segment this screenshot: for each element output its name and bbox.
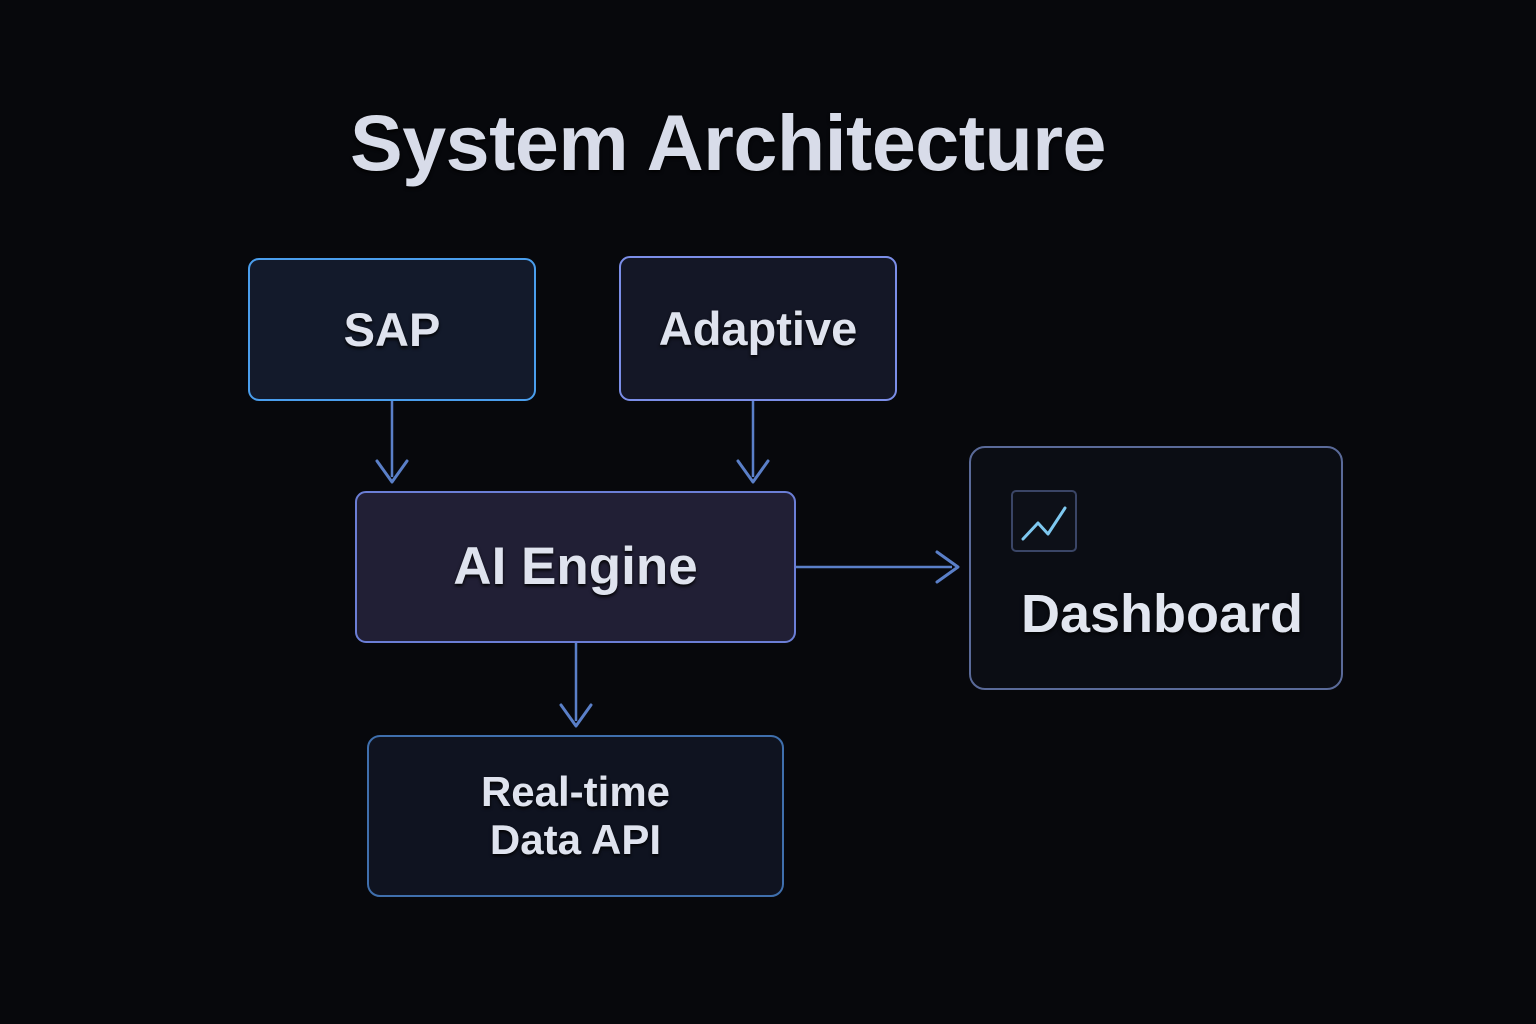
arrow-sap-to-ai-engine [375,401,409,484]
node-realtime-api-label: Real-time Data API [480,768,671,863]
node-dashboard[interactable]: Dashboard [969,446,1343,690]
arrow-ai-engine-to-realtime-api [559,643,593,728]
arrow-adaptive-to-ai-engine [736,401,770,484]
node-adaptive-label: Adaptive [658,301,858,355]
page-title: System Architecture [350,98,1106,187]
node-sap[interactable]: SAP [248,258,536,401]
node-ai-engine-label: AI Engine [453,536,698,596]
node-ai-engine[interactable]: AI Engine [355,491,796,643]
arrow-ai-engine-to-dashboard [796,550,960,584]
node-adaptive[interactable]: Adaptive [619,256,897,401]
line-chart-icon [1011,490,1077,552]
node-dashboard-label: Dashboard [1020,584,1304,644]
node-sap-label: SAP [343,302,441,356]
node-realtime-api[interactable]: Real-time Data API [367,735,784,897]
